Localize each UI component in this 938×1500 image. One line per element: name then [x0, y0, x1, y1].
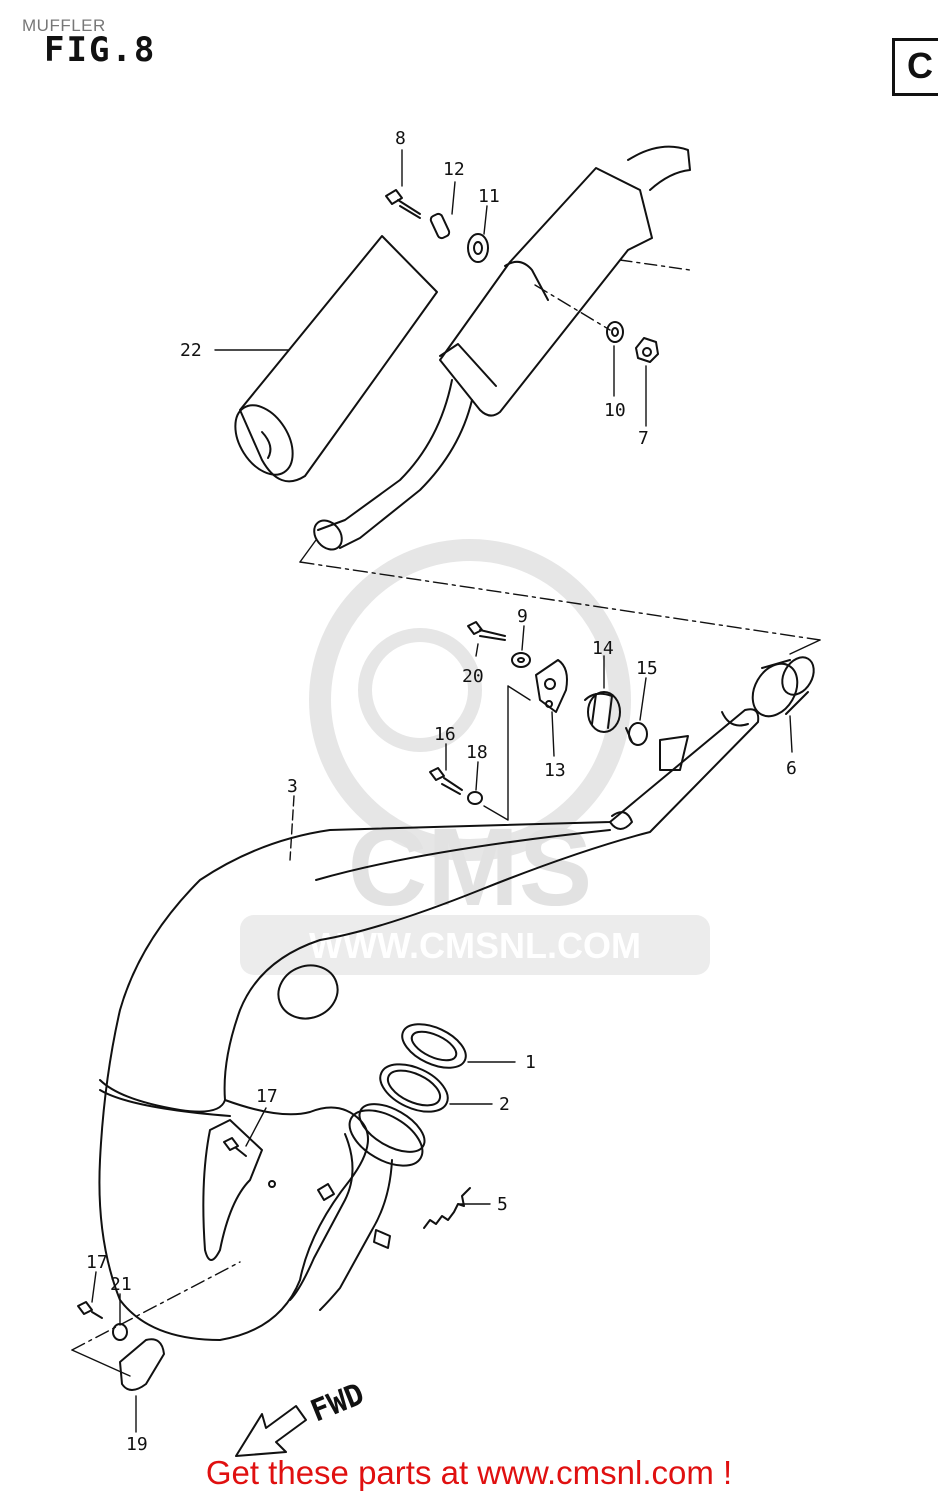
watermark-ring [309, 539, 631, 861]
gaskets [379, 1023, 467, 1113]
leader-lines [91, 149, 793, 1433]
figure-title: FIG.8 [44, 30, 157, 70]
watermark-url-text: WWW.CMSNL.COM [309, 925, 641, 966]
part-label: 22 [180, 340, 202, 361]
assembly-guide-lines [71, 284, 821, 1351]
part-label: 21 [110, 1274, 132, 1295]
part-label: 3 [287, 776, 298, 797]
corner-index-box: C [892, 38, 938, 96]
watermark-face [358, 628, 482, 752]
part-label: 16 [434, 724, 456, 745]
part-label: 7 [638, 428, 649, 449]
part-label: 15 [636, 658, 658, 679]
part-label: 10 [604, 400, 626, 421]
lower-mount-hardware [77, 1137, 247, 1391]
connector-pipe [751, 656, 815, 718]
mount-hardware-top [385, 189, 489, 263]
damper-parts [584, 691, 648, 746]
part-label: 6 [786, 758, 797, 779]
section-label: MUFFLER [22, 16, 106, 35]
part-label: 11 [478, 186, 500, 207]
bracket-hardware [467, 621, 568, 713]
part-labels: 1 2 3 5 6 7 8 9 10 11 12 13 14 15 16 17 … [86, 128, 797, 1455]
part-label: 9 [517, 606, 528, 627]
silencer-cover [234, 235, 438, 483]
chamber-bolt-hardware [429, 767, 483, 805]
part-label: 1 [525, 1052, 536, 1073]
exhaust-spring [423, 1187, 471, 1229]
part-label: 12 [443, 159, 465, 180]
watermark: CMS WWW.CMSNL.COM [240, 539, 710, 975]
part-label: 2 [499, 1094, 510, 1115]
head-pipe [289, 1103, 426, 1311]
forward-direction-label: FWD [306, 1377, 369, 1430]
part-label: 17 [256, 1086, 278, 1107]
mount-hardware-right [606, 321, 659, 363]
expansion-chamber [98, 708, 760, 1341]
part-label: 14 [592, 638, 614, 659]
silencer-body [313, 145, 691, 551]
part-label: 20 [462, 666, 484, 687]
watermark-url-bar [240, 915, 710, 975]
part-label: 17 [86, 1252, 108, 1273]
part-label: 19 [126, 1434, 148, 1455]
part-label: 8 [395, 128, 406, 149]
part-label: 18 [466, 742, 488, 763]
forward-direction-arrow [235, 1405, 307, 1457]
parts-shop-link[interactable]: Get these parts at www.cmsnl.com ! [205, 1454, 733, 1491]
part-label: 13 [544, 760, 566, 781]
part-label: 5 [497, 1194, 508, 1215]
